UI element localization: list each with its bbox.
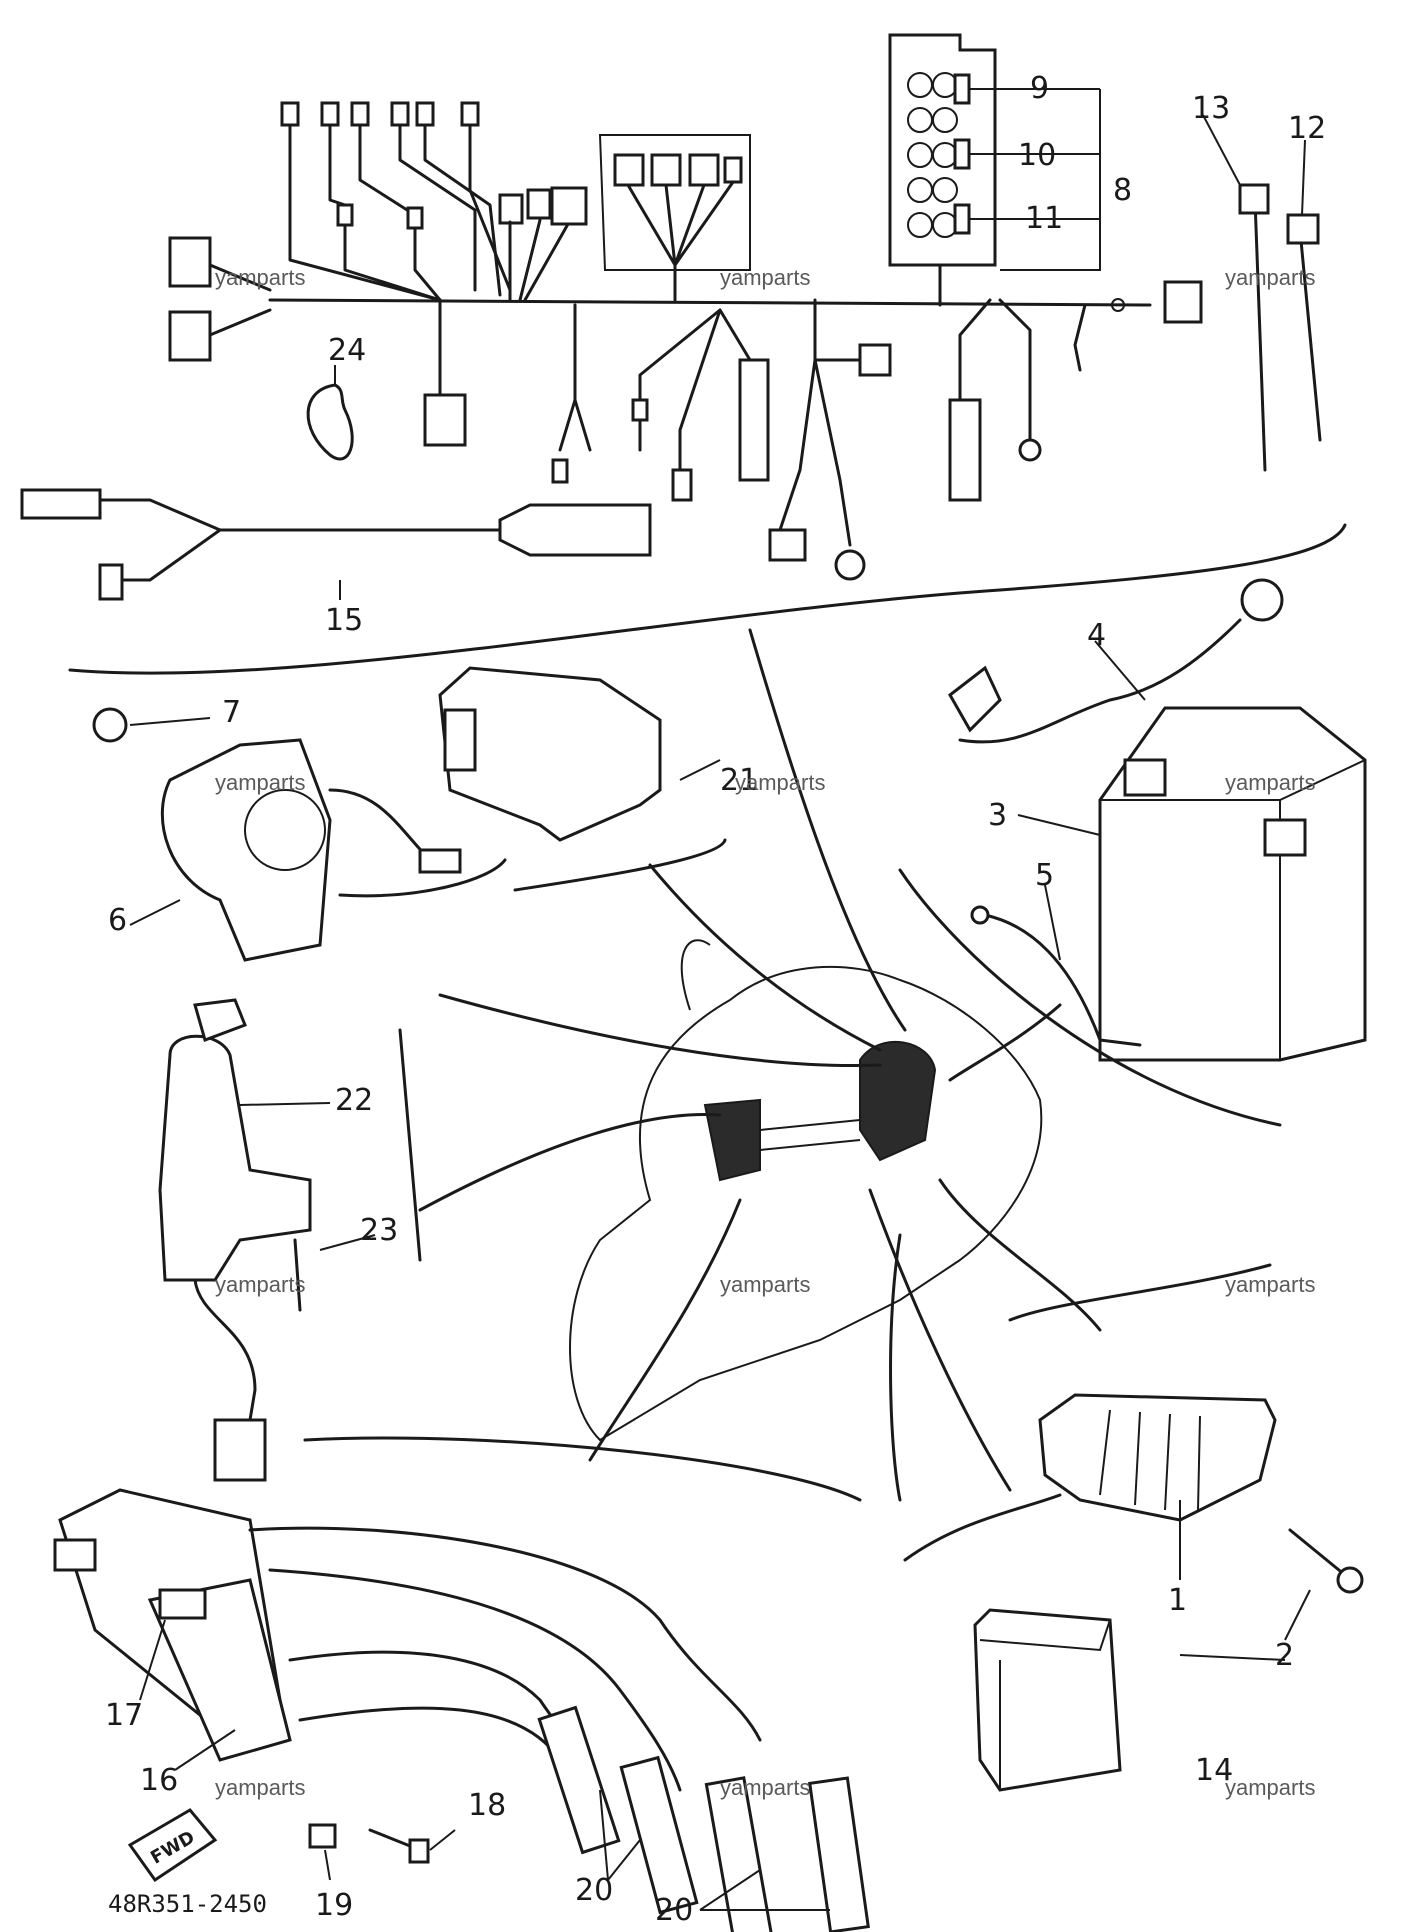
negative-cable-part — [948, 578, 1284, 744]
part-number-24: 24 — [328, 333, 366, 368]
part-number-8: 8 — [1113, 173, 1132, 208]
watermark: yamparts — [215, 1775, 305, 1800]
drawing-code: 48R351-2450 — [108, 1890, 267, 1918]
part-number-20-right: 20 — [655, 1893, 693, 1928]
leader-lines — [418, 628, 1102, 1502]
watermark: yamparts — [720, 265, 810, 290]
part-number-15: 15 — [325, 603, 363, 638]
part-number-18: 18 — [468, 1788, 506, 1823]
motorcycle-silhouette — [569, 939, 1043, 1442]
part-number-23: 23 — [360, 1213, 398, 1248]
watermark: yamparts — [1225, 770, 1315, 795]
watermark: yamparts — [215, 770, 305, 795]
part-number-7: 7 — [222, 695, 241, 730]
bolt-part — [1288, 1528, 1347, 1577]
part-number-21: 21 — [720, 763, 758, 798]
part-number-12: 12 — [1288, 111, 1326, 146]
part-number-3: 3 — [988, 798, 1007, 833]
screw-part — [293, 1238, 302, 1312]
part-number-5: 5 — [1035, 858, 1054, 893]
watermark: yamparts — [1225, 1775, 1315, 1800]
part-number-20-left: 20 — [575, 1873, 613, 1908]
relay-part — [973, 1608, 1122, 1792]
spark-plug-caps-part — [537, 1705, 870, 1932]
part-number-14: 14 — [1195, 1753, 1233, 1788]
igniter-unit-part — [438, 666, 662, 842]
part-number-22: 22 — [335, 1083, 373, 1118]
wire-harness-assembly — [20, 33, 1347, 675]
part-number-1: 1 — [1168, 1583, 1187, 1618]
fwd-plate — [127, 1808, 218, 1883]
watermark: yamparts — [215, 265, 305, 290]
ignition-coils-part — [53, 1488, 762, 1792]
part-number-19: 19 — [315, 1888, 353, 1923]
part-number-6: 6 — [108, 903, 127, 938]
watermark: yamparts — [720, 1272, 810, 1297]
part-number-10: 10 — [1018, 138, 1056, 173]
watermark: yamparts — [1225, 265, 1315, 290]
nut-part — [92, 707, 128, 743]
part-number-16: 16 — [140, 1763, 178, 1798]
part-number-2: 2 — [1275, 1638, 1294, 1673]
positive-cable-part — [983, 913, 1142, 1047]
callout-leaders — [129, 114, 1311, 1911]
watermark: yamparts — [1225, 1272, 1315, 1297]
part-number-11: 11 — [1025, 201, 1063, 236]
part-number-17: 17 — [105, 1698, 143, 1733]
part-number-9: 9 — [1030, 71, 1049, 106]
battery-part — [1098, 706, 1367, 1062]
main-switch-part — [158, 998, 312, 1482]
rectifier-regulator-part — [1038, 1393, 1277, 1522]
horn-part — [160, 738, 462, 962]
part-number-4: 4 — [1087, 618, 1106, 653]
watermark: yamparts — [215, 1272, 305, 1297]
part-number-13: 13 — [1192, 91, 1230, 126]
watermark: yamparts — [735, 770, 825, 795]
clamp-part — [308, 1823, 337, 1849]
watermark: yamparts — [720, 1775, 810, 1800]
